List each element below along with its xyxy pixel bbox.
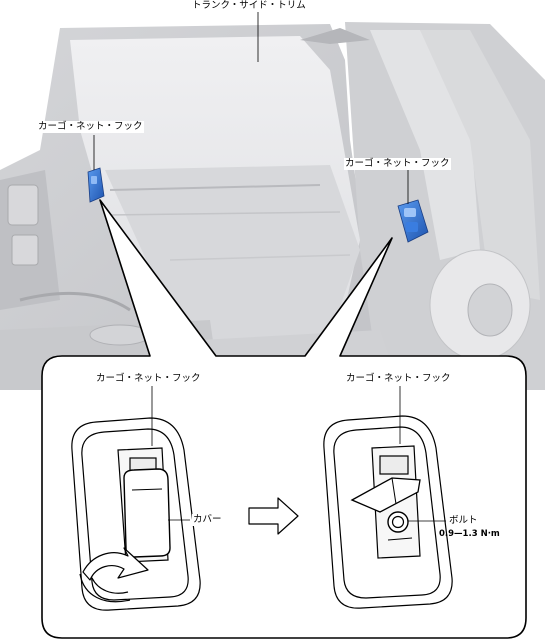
hook-detail-open bbox=[323, 415, 453, 609]
trunk-illustration bbox=[0, 22, 545, 390]
label-cargo-net-hook-detail-right: カーゴ・ネット・フック bbox=[345, 373, 452, 385]
cargo-net-hook-left-highlight bbox=[87, 167, 105, 203]
label-cargo-net-hook-right: カーゴ・ネット・フック bbox=[344, 158, 451, 170]
label-cargo-net-hook-detail-left: カーゴ・ネット・フック bbox=[95, 373, 202, 385]
rotate-arrow-icon bbox=[79, 547, 149, 603]
cargo-net-hook-right-highlight bbox=[397, 199, 429, 243]
cover bbox=[123, 468, 171, 558]
hook-detail-closed bbox=[71, 417, 201, 611]
label-cargo-net-hook-left: カーゴ・ネット・フック bbox=[37, 121, 144, 133]
label-cover: カバー bbox=[192, 514, 223, 526]
label-bolt: ボルト bbox=[449, 515, 478, 526]
label-trunk-side-trim: トランク・サイド・トリム bbox=[191, 0, 307, 12]
label-torque: 0.9—1.3 N·m bbox=[439, 529, 500, 539]
transition-arrow-icon bbox=[248, 497, 299, 535]
